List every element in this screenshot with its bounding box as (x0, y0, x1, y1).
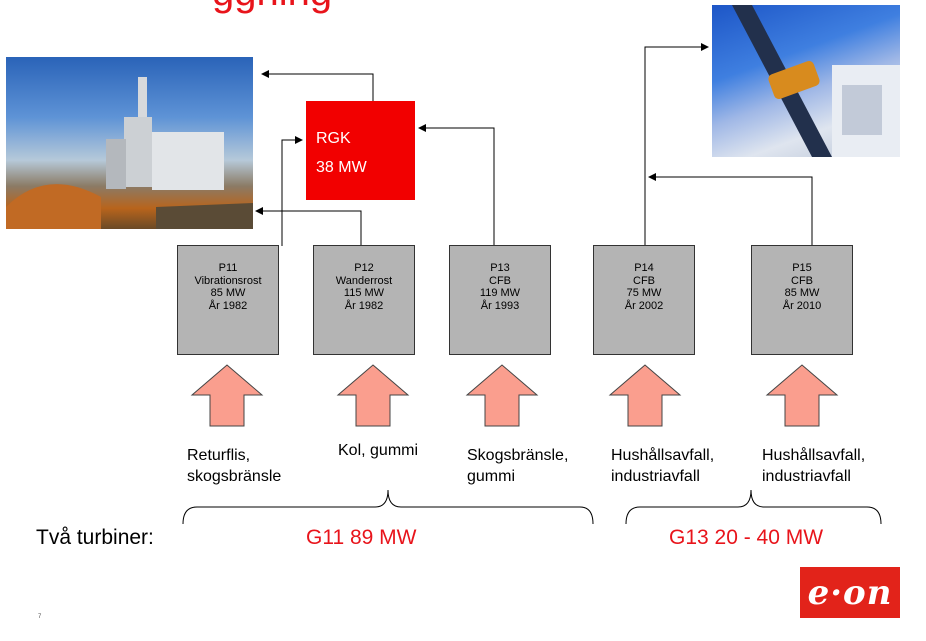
fuel-line: industriavfall (611, 468, 700, 485)
plant-id: P14 (634, 262, 654, 274)
plant-box-p15: P15 CFB 85 MW År 2010 (751, 245, 853, 355)
plant-box-p12: P12 Wanderrost 115 MW År 1982 (313, 245, 415, 355)
fuel-arrow-2 (336, 364, 410, 427)
plant-year: År 1982 (344, 299, 384, 312)
fuel-line: Skogsbränsle, (467, 447, 569, 464)
plant-year: År 2002 (624, 299, 664, 312)
rgk-label: RGK (316, 130, 351, 147)
plant-type: Vibrationsrost (194, 274, 262, 287)
slide-number: 7 (38, 614, 42, 620)
plant-power: 75 MW (626, 287, 662, 299)
plant-id: P15 (792, 262, 812, 274)
fuel-arrow-4 (608, 364, 682, 427)
fuel-label-p12: Kol, gummi (338, 440, 418, 461)
eon-logo-text: e·on (807, 572, 893, 613)
plant-year: År 1993 (480, 299, 520, 312)
generator-g13: G13 20 - 40 MW (669, 526, 824, 549)
fuel-line: Returflis, (187, 447, 251, 464)
plant-box-p11: P11 Vibrationsrost 85 MW År 1982 (177, 245, 279, 355)
plant-box-p14: P14 CFB 75 MW År 2002 (593, 245, 695, 355)
slide-title: ggning (212, 0, 332, 15)
fuel-line: industriavfall (762, 468, 851, 485)
plant-power: 85 MW (210, 287, 246, 299)
chimney-photo (712, 5, 900, 157)
plant-box-p13: P13 CFB 119 MW År 1993 (449, 245, 551, 355)
plant-power: 85 MW (784, 287, 820, 299)
plant-type: CFB (489, 274, 511, 287)
plant-power: 115 MW (343, 287, 385, 299)
fuel-label-p14: Hushållsavfall, industriavfall (611, 445, 714, 487)
fuel-arrow-5 (765, 364, 839, 427)
fuel-line: gummi (467, 468, 516, 485)
fuel-arrow-1 (190, 364, 264, 427)
turbines-label: Två turbiner: (36, 526, 154, 549)
fuel-line: Hushållsavfall, (762, 447, 866, 464)
fuel-label-p11: Returflis, skogsbränsle (187, 445, 281, 487)
eon-logo: e·on (800, 567, 900, 618)
rgk-box: RGK 38 MW (306, 101, 415, 200)
plant-year: År 2010 (782, 299, 822, 312)
plant-year: År 1982 (208, 299, 248, 312)
plant-type: Wanderrost (335, 274, 393, 287)
generator-g11: G11 89 MW (306, 526, 417, 549)
plant-id: P13 (490, 262, 510, 274)
plant-power: 119 MW (479, 287, 521, 299)
fuel-arrow-3 (465, 364, 539, 427)
plant-id: P11 (218, 262, 238, 274)
fuel-line: Kol, gummi (338, 442, 419, 459)
fuel-label-p15: Hushållsavfall, industriavfall (762, 445, 865, 487)
rgk-power: 38 MW (316, 159, 367, 176)
fuel-line: skogsbränsle (187, 468, 282, 485)
plant-id: P12 (354, 262, 374, 274)
plant-type: CFB (633, 274, 655, 287)
fuel-line: Hushållsavfall, (611, 447, 715, 464)
power-plant-photo (6, 57, 253, 229)
plant-type: CFB (791, 274, 813, 287)
fuel-label-p13: Skogsbränsle, gummi (467, 445, 568, 487)
